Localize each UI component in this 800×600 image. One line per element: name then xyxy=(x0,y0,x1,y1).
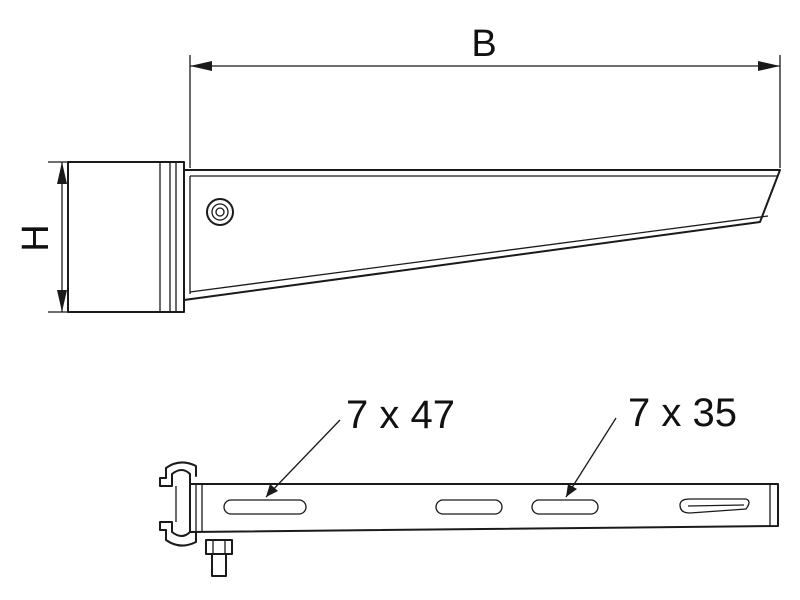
dimension-h-label: H xyxy=(15,224,57,251)
nut-icon xyxy=(206,198,234,226)
dimension-b-label: B xyxy=(471,23,496,65)
dimension-h-arrow-top xyxy=(57,162,67,184)
dimension-b-arrow-right xyxy=(758,61,780,71)
dimension-h: H xyxy=(15,161,68,313)
slot-47-1 xyxy=(223,499,307,515)
bracket-plan-view xyxy=(159,461,779,577)
slot-47-leader xyxy=(265,419,341,498)
slot-47-label: 7 x 47 xyxy=(346,393,455,437)
slot-35-1 xyxy=(435,499,503,515)
bracket-side-view xyxy=(67,161,781,313)
wall-plate xyxy=(67,161,185,313)
slot-callout-47: 7 x 47 xyxy=(265,393,455,498)
dimension-b-arrow-left xyxy=(190,61,212,71)
dimension-h-arrow-bottom xyxy=(57,290,67,312)
bolt-icon xyxy=(205,539,233,577)
dimension-b: B xyxy=(189,23,781,168)
slot-47-leader-arrow xyxy=(266,484,278,497)
tapered-arm xyxy=(183,169,781,301)
hook-clip-bottom xyxy=(159,521,197,547)
arm-bottom-flange-line xyxy=(189,215,769,293)
slot-35-leader-arrow xyxy=(566,484,577,497)
hook-clip-top xyxy=(159,461,197,487)
plan-strip xyxy=(189,483,779,533)
slot-callout-35: 7 x 35 xyxy=(565,391,737,498)
slot-end xyxy=(679,498,750,514)
slot-end-inner-line xyxy=(687,504,745,507)
slot-35-leader xyxy=(565,417,617,498)
slot-35-label: 7 x 35 xyxy=(628,391,737,435)
slot-35-2 xyxy=(531,499,599,515)
